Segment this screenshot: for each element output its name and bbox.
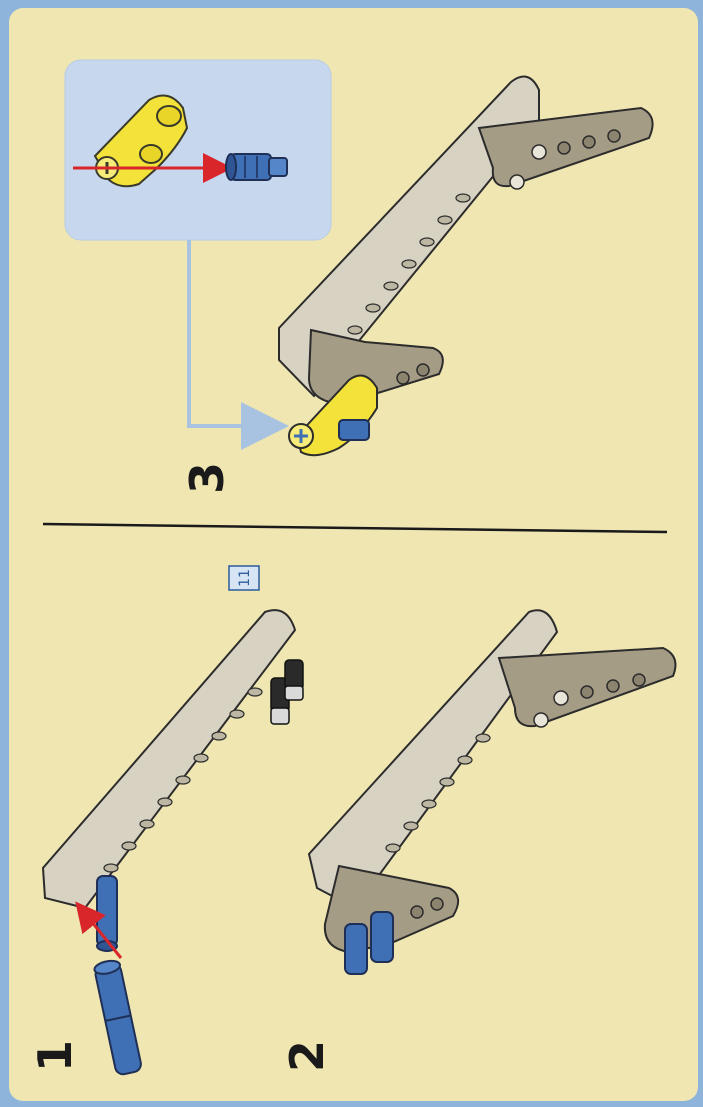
beam-assembly-step-1 <box>43 610 303 951</box>
blue-pin-icon <box>226 154 287 180</box>
step-1-panel: 1 <box>28 610 303 1076</box>
step-2-number: 2 <box>280 1040 334 1072</box>
instruction-page: 3 11 <box>9 8 698 1101</box>
step-3-number: 3 <box>180 462 234 494</box>
blue-pin-loose-icon <box>93 959 142 1076</box>
part-count-badge: 11 <box>229 566 259 590</box>
black-pin-icon <box>271 660 303 724</box>
callout-connector-arrow <box>189 240 281 426</box>
instruction-illustration: 3 11 <box>9 8 698 1101</box>
step-3-panel: 3 <box>65 60 653 494</box>
part-count-label: 11 <box>237 569 253 587</box>
beam-assembly-step-3 <box>279 77 653 456</box>
beam-assembly-step-2 <box>309 610 675 974</box>
step-1-number: 1 <box>28 1040 82 1072</box>
step-2-panel: 2 <box>280 610 675 1072</box>
step-divider <box>43 524 667 532</box>
